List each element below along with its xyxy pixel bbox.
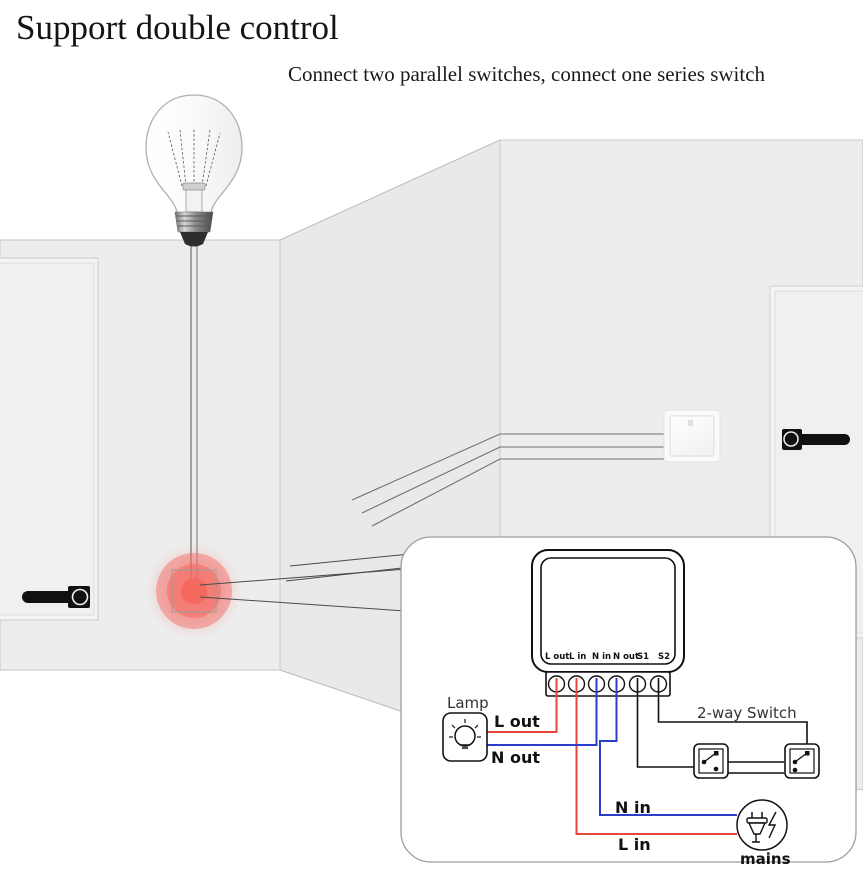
wire-label-n-in: N in	[615, 798, 651, 817]
two-way-switch-label: 2-way Switch	[697, 704, 797, 722]
wire-n-out	[487, 678, 598, 746]
terminal-label-l-out: L out	[545, 652, 570, 662]
terminal-label-n-out: N out	[613, 652, 640, 662]
wire-label-l-in: L in	[618, 835, 651, 854]
bulb-screw-base	[174, 211, 214, 247]
door-left	[0, 257, 99, 621]
wall-switch-plate[interactable]	[663, 409, 721, 463]
pendant-cord	[190, 225, 198, 592]
mains-plug-icon[interactable]	[736, 799, 788, 851]
mains-label: mains	[740, 850, 791, 868]
wire-l-out	[487, 678, 558, 733]
wire-travellers	[727, 761, 784, 774]
wire-n-in	[599, 678, 737, 816]
page-subtitle: Connect two parallel switches, connect o…	[288, 62, 766, 86]
door-lever-handle-right	[782, 429, 850, 450]
terminal-label-s1: S1	[637, 652, 650, 662]
detail-panel-card	[400, 536, 857, 863]
wire-label-l-out: L out	[494, 712, 540, 731]
wire-label-n-out: N out	[491, 748, 540, 767]
wire-l-in	[575, 678, 737, 835]
wall-wiring	[351, 433, 672, 527]
lamp-label: Lamp	[447, 694, 489, 712]
wire-s2	[657, 678, 808, 752]
terminal-label-s2: S2	[658, 652, 671, 662]
door-lever-handle-left	[22, 586, 90, 608]
mini-smart-switch-module[interactable]	[531, 549, 685, 697]
two-way-switch-right[interactable]	[784, 743, 820, 779]
wire-s1	[636, 678, 700, 768]
red-target-highlight	[146, 543, 242, 639]
terminal-label-l-in: L in	[569, 652, 587, 662]
lamp-bulb-icon[interactable]	[442, 712, 488, 762]
light-bulb-icon	[145, 94, 243, 247]
two-way-switch-left[interactable]	[693, 743, 729, 779]
terminal-label-n-in: N in	[592, 652, 612, 662]
page-title: Support double control	[16, 8, 339, 47]
